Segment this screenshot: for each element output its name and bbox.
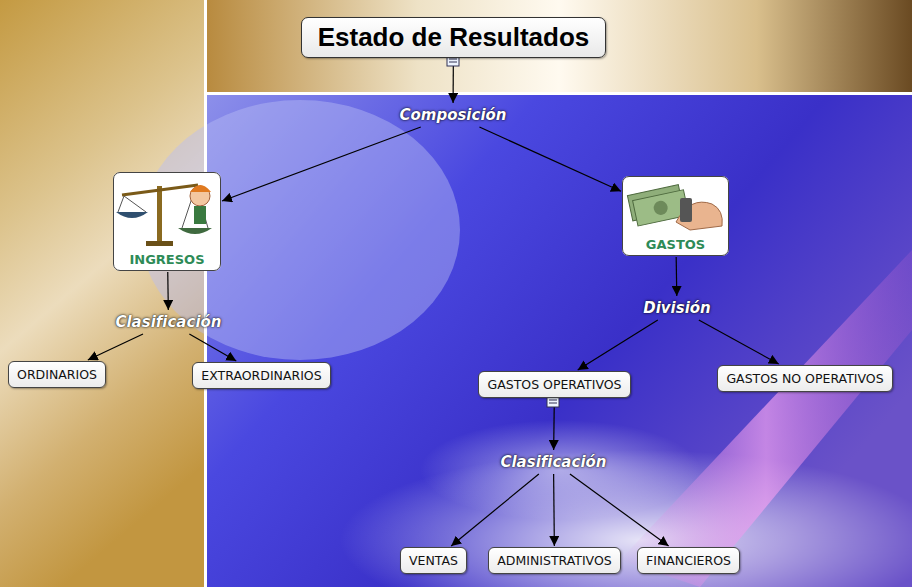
picture-caption: INGRESOS — [114, 252, 220, 267]
concept-text: GASTOS OPERATIVOS — [487, 377, 622, 392]
title-text: Estado de Resultados — [312, 22, 595, 53]
linking-word: División — [639, 297, 715, 319]
concept-box: FINANCIEROS — [637, 547, 740, 574]
concept-box: GASTOS NO OPERATIVOS — [717, 365, 893, 392]
arrow-connector — [676, 257, 678, 296]
concept-text: ORDINARIOS — [17, 367, 97, 382]
concept-text: ADMINISTRATIVOS — [497, 553, 612, 568]
scale-illustration — [113, 172, 221, 271]
linking-word: Clasificación — [496, 451, 611, 473]
title-box: Estado de Resultados — [301, 17, 606, 58]
arrow-connector — [222, 127, 421, 201]
picture-box: GASTOS — [622, 176, 729, 256]
arrow-connector — [479, 127, 621, 191]
arrow-connector — [88, 334, 143, 360]
picture-box: INGRESOS — [113, 172, 221, 271]
arrow-connector — [451, 474, 539, 546]
concept-text: GASTOS NO OPERATIVOS — [726, 371, 884, 386]
concept-text: FINANCIEROS — [646, 553, 731, 568]
linking-word: Clasificación — [111, 311, 226, 333]
concept-box: ORDINARIOS — [8, 361, 106, 388]
linking-text: Composición — [399, 106, 507, 124]
arrow-connector — [699, 320, 779, 364]
concept-box: GASTOS OPERATIVOS — [478, 371, 631, 398]
linking-text: Clasificación — [500, 453, 607, 471]
linking-text: División — [643, 299, 711, 317]
arrow-connector — [189, 334, 236, 361]
arrow-connector — [167, 272, 169, 310]
money-illustration — [622, 176, 729, 256]
concept-box: VENTAS — [400, 547, 467, 574]
arrow-connector — [570, 474, 669, 546]
linking-word: Composición — [395, 104, 511, 126]
arrow-connector — [553, 474, 555, 546]
concept-text: VENTAS — [409, 553, 458, 568]
picture-caption: GASTOS — [623, 237, 728, 252]
concept-text: EXTRAORDINARIOS — [201, 368, 322, 383]
linking-text: Clasificación — [115, 313, 222, 331]
arrow-connector — [578, 320, 658, 370]
concept-box: EXTRAORDINARIOS — [192, 362, 331, 389]
concept-box: ADMINISTRATIVOS — [488, 547, 621, 574]
